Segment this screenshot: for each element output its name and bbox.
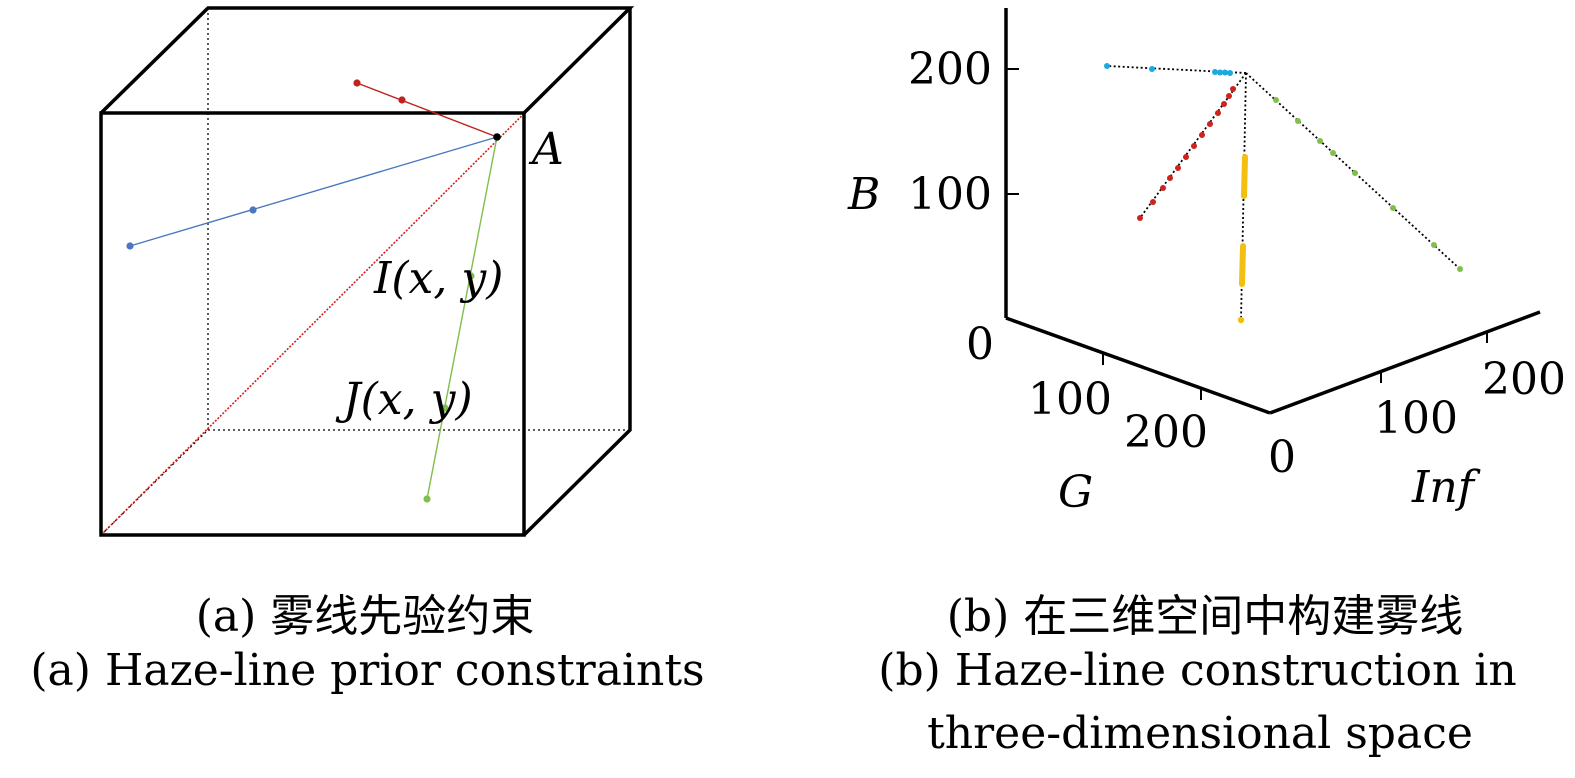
blue-haze-line (129, 136, 498, 247)
axis-Inf-line (1269, 310, 1541, 415)
blue-point (249, 206, 257, 214)
axis-title-B: B (847, 169, 880, 220)
cube-front-face (99, 111, 526, 537)
haze-lines-3d (1106, 65, 1461, 321)
axis-G-line (1005, 316, 1271, 415)
cube-right-face (522, 8, 632, 537)
red-point (398, 96, 406, 104)
tick-label-G-200: 200 (1124, 407, 1208, 458)
label-J: J(x, y) (335, 374, 473, 425)
green-point-I (467, 272, 475, 280)
caption-b-en-line1: (b) Haze-line construction in (878, 645, 1517, 696)
axis-title-Inf: Inf (1411, 462, 1481, 513)
label-A: A (528, 124, 564, 175)
caption-a-zh: (a) 雾线先验约束 (195, 591, 535, 642)
green-point-J (441, 404, 449, 412)
red-diagonal-line (100, 7, 631, 536)
yellow-point-group (1237, 154, 1248, 324)
caption-b-zh: (b) 在三维空间中构建雾线 (946, 591, 1464, 642)
caption-a-en: (a) Haze-line prior constraints (30, 645, 705, 696)
red-point (353, 79, 361, 87)
axis-title-G: G (1058, 467, 1093, 518)
red-haze-line (356, 82, 498, 138)
tick-label-Inf-0: 0 (1268, 432, 1296, 483)
cube-top-face (99, 6, 635, 115)
tick-label-Inf-200: 200 (1482, 354, 1566, 405)
tick-label-G-100: 100 (1028, 374, 1112, 425)
blue-point (126, 242, 134, 250)
panel-b-3d-plot: 200 100 0 100 200 0 100 200 B G Inf (847, 8, 1566, 518)
cyan-point-group (1104, 63, 1233, 76)
airlight-point-A (493, 133, 501, 141)
tick-label-B-0: 0 (966, 319, 994, 370)
tick-label-B-200: 200 (908, 44, 992, 95)
caption-b-en-line2: three-dimensional space (927, 708, 1473, 759)
red-point-group (1137, 86, 1236, 221)
tick-label-Inf-100: 100 (1374, 393, 1458, 444)
green-haze-line (426, 136, 498, 500)
green-point (423, 495, 431, 503)
green-point-group (1273, 97, 1463, 272)
label-I: I(x, y) (373, 253, 503, 304)
panel-a-cube-diagram: A I(x, y) J(x, y) (99, 6, 635, 537)
tick-label-B-100: 100 (908, 169, 992, 220)
